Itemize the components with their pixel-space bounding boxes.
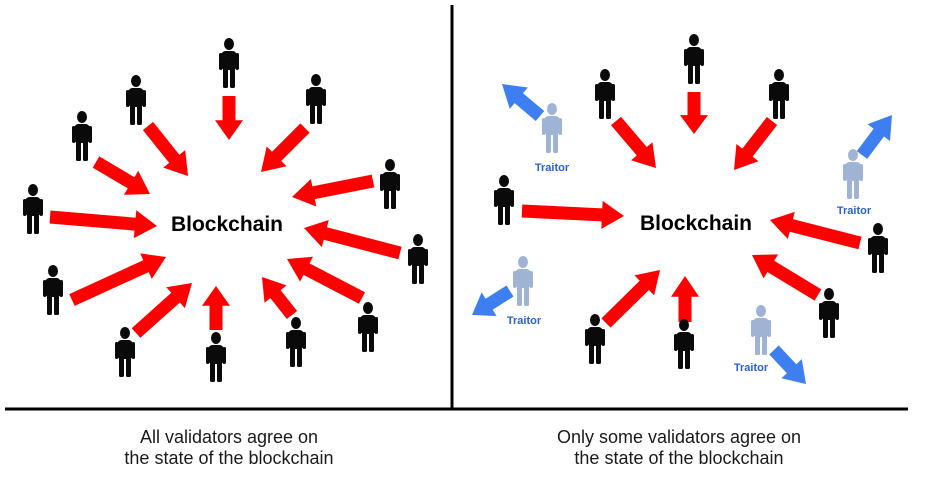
validator-icon <box>206 332 226 382</box>
right-caption: Only some validators agree on the state … <box>479 427 879 469</box>
right-caption-line-1: Only some validators agree on <box>556 427 802 447</box>
validator-icon <box>868 223 888 273</box>
agree-arrow <box>734 117 778 170</box>
agree-arrow <box>142 121 188 176</box>
validator-icon <box>306 74 326 124</box>
all-agree-panel <box>23 38 428 382</box>
traitor-arrow <box>769 345 806 384</box>
traitor-validator-icon <box>513 256 533 306</box>
validator-icon <box>126 75 146 125</box>
traitor-validator-icon <box>751 305 771 355</box>
agree-arrow <box>601 270 660 328</box>
agree-arrow <box>521 200 624 229</box>
agree-arrow <box>261 123 310 172</box>
agree-arrow <box>304 220 402 260</box>
agree-arrow <box>752 254 822 301</box>
traitor-arrow <box>502 84 545 121</box>
validator-icon <box>72 111 92 161</box>
agree-arrow <box>770 211 862 250</box>
validator-icon <box>585 314 605 364</box>
agree-arrow <box>202 286 230 330</box>
validator-icon <box>595 69 615 119</box>
validator-icon <box>219 38 239 88</box>
agree-arrow <box>292 174 375 207</box>
validator-icon <box>43 265 63 315</box>
agree-arrow <box>69 253 166 306</box>
validator-icon <box>769 69 789 119</box>
agree-arrow <box>671 276 699 322</box>
right-center-label: Blockchain <box>640 212 752 235</box>
traitor-label: Traitor <box>837 205 872 217</box>
agree-arrow <box>92 156 150 195</box>
left-caption-line-1: All validators agree on <box>139 427 319 447</box>
validator-icon <box>286 317 306 367</box>
validator-icon <box>494 175 514 225</box>
validator-icon <box>684 34 704 84</box>
traitor-label: Traitor <box>734 362 769 374</box>
validator-icon <box>115 327 135 377</box>
traitor-arrow <box>856 115 892 159</box>
agree-arrow <box>680 92 708 134</box>
left-caption-line-2: the state of the blockchain <box>124 448 334 468</box>
agree-arrow <box>131 283 192 338</box>
agree-arrow <box>49 210 157 239</box>
agree-arrow <box>611 116 656 168</box>
traitor-arrow <box>472 285 514 316</box>
agree-arrow <box>215 96 243 140</box>
traitor-label: Traitor <box>535 162 570 174</box>
validator-icon <box>408 234 428 284</box>
agree-arrow <box>262 277 298 319</box>
agree-arrow <box>287 256 365 304</box>
traitor-validator-icon <box>843 149 863 199</box>
validator-icon <box>23 184 43 234</box>
right-caption-line-2: the state of the blockchain <box>574 448 784 468</box>
validator-icon <box>358 302 378 352</box>
validator-icon <box>819 288 839 338</box>
validator-icon <box>674 319 694 369</box>
left-center-label: Blockchain <box>171 213 283 236</box>
traitor-validator-icon <box>542 103 562 153</box>
validator-icon <box>380 159 400 209</box>
left-caption: All validators agree on the state of the… <box>29 427 429 469</box>
traitor-label: Traitor <box>507 315 542 327</box>
